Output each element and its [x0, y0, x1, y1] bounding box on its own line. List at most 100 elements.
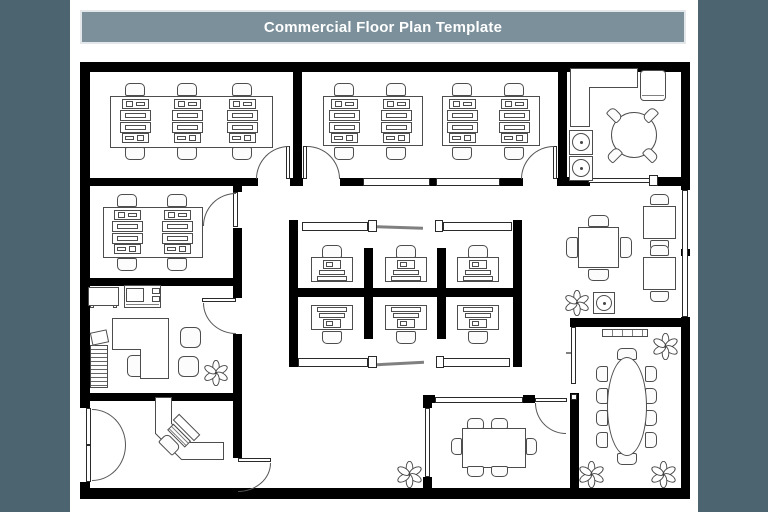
- wall: [570, 393, 579, 488]
- monitor-screen: [117, 236, 138, 241]
- keyboard-key: [126, 101, 133, 107]
- keyboard-detail: [334, 136, 343, 140]
- chair: [650, 245, 669, 256]
- keyboard-detail: [128, 213, 137, 217]
- printer-panel: [152, 288, 160, 294]
- keyboard-detail: [463, 102, 472, 106]
- keyboard-unit: [174, 99, 201, 109]
- keyboard-key: [453, 101, 460, 107]
- keyboard-unit: [114, 244, 141, 254]
- keyboard-unit: [164, 244, 191, 254]
- monitor-screen: [326, 262, 333, 267]
- door-swing: [92, 409, 126, 445]
- wall: [233, 186, 242, 192]
- wall: [523, 395, 535, 403]
- appliance-knob: [580, 141, 583, 144]
- monitor-screen: [472, 262, 479, 267]
- chair: [526, 438, 537, 455]
- office-chair: [334, 83, 354, 96]
- screen-hatch: [622, 330, 623, 336]
- keyboard-detail: [452, 136, 461, 140]
- keyboard-key: [189, 135, 196, 141]
- monitor-screen: [232, 113, 253, 118]
- panel-connector: [435, 220, 443, 232]
- appliance-knob: [580, 167, 583, 170]
- monitor-screen: [504, 125, 525, 130]
- wall: [423, 477, 432, 488]
- wall: [290, 178, 303, 186]
- keyboard-key: [168, 212, 175, 218]
- office-chair: [504, 147, 524, 160]
- keyboard-unit: [449, 99, 476, 109]
- chair: [650, 291, 669, 302]
- printer-slot: [126, 304, 159, 305]
- small-table: [643, 206, 676, 239]
- chair: [588, 269, 609, 281]
- projector-screen: [602, 329, 648, 337]
- office-chair: [125, 83, 145, 96]
- monitor-screen: [400, 321, 407, 326]
- door-swing: [535, 403, 566, 434]
- monitor-screen: [386, 113, 407, 118]
- wall: [652, 177, 690, 186]
- keyboard-detail: [178, 213, 187, 217]
- keyboard-unit: [229, 99, 256, 109]
- office-chair: [334, 147, 354, 160]
- monitor-screen: [326, 321, 333, 326]
- keyboard-unit: [393, 313, 419, 318]
- door-jamb: [649, 175, 658, 186]
- keyboard-unit: [114, 210, 141, 220]
- office-chair: [232, 83, 252, 96]
- wall: [558, 62, 567, 186]
- plant: [565, 290, 589, 316]
- refrigerator: [640, 70, 666, 101]
- desk-shelf: [463, 276, 493, 281]
- keyboard-detail: [504, 136, 513, 140]
- keyboard-key: [244, 135, 251, 141]
- window: [436, 178, 500, 186]
- door-jamb: [571, 394, 577, 400]
- door-swing: [521, 146, 554, 179]
- wall-whiteboard: [571, 327, 576, 384]
- printer-tray: [126, 288, 144, 302]
- wall: [570, 318, 690, 327]
- wall: [80, 62, 690, 72]
- wall: [681, 62, 690, 190]
- office-chair: [177, 147, 197, 160]
- chair: [596, 432, 608, 448]
- wall: [364, 297, 373, 339]
- stool-center: [603, 302, 606, 305]
- office-chair: [232, 147, 252, 160]
- office-chair: [396, 331, 416, 344]
- office-chair: [504, 83, 524, 96]
- keyboard-key: [233, 101, 240, 107]
- desk-shelf: [317, 276, 347, 281]
- monitor-screen: [232, 125, 253, 130]
- keyboard-detail: [167, 247, 176, 251]
- keyboard-detail: [397, 102, 406, 106]
- wall: [289, 288, 522, 297]
- keyboard-unit: [331, 133, 358, 143]
- plant: [653, 333, 678, 360]
- keyboard-key: [335, 101, 342, 107]
- monitor-screen: [177, 113, 198, 118]
- wall: [430, 178, 436, 186]
- kitchen-counter: [570, 87, 590, 127]
- keyboard-unit: [383, 99, 410, 109]
- partition-panel: [298, 358, 368, 367]
- monitor-screen: [472, 321, 479, 326]
- title-bar: Commercial Floor Plan Template: [80, 10, 686, 44]
- keyboard-unit: [383, 133, 410, 143]
- wall: [364, 248, 373, 293]
- office-chair: [117, 258, 137, 271]
- keyboard-key: [137, 135, 144, 141]
- page-title: Commercial Floor Plan Template: [263, 18, 503, 36]
- keyboard-unit: [319, 313, 345, 318]
- wall: [80, 488, 690, 499]
- door-leaf: [238, 458, 271, 462]
- keyboard-detail: [136, 102, 145, 106]
- monitor-screen: [167, 236, 188, 241]
- bookshelf: [90, 345, 108, 388]
- keyboard-unit: [465, 270, 491, 275]
